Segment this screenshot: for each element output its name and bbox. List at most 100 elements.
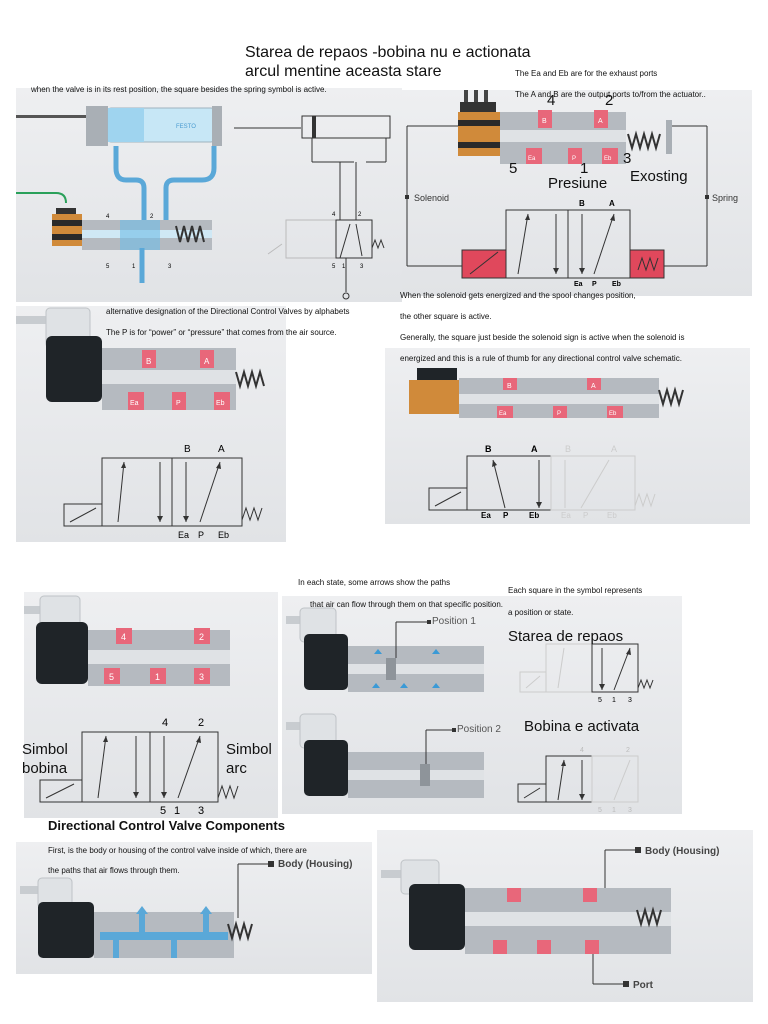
svg-text:P: P bbox=[592, 281, 597, 288]
body-housing-label-1: Body (Housing) bbox=[278, 859, 352, 870]
position1-label: Position 1 bbox=[432, 616, 476, 627]
annot-1: 1 bbox=[580, 160, 589, 177]
note-p-power: The P is for “power” or “pressure” that … bbox=[106, 328, 337, 337]
svg-text:B: B bbox=[485, 444, 492, 454]
svg-text:5: 5 bbox=[160, 805, 166, 817]
svg-text:4: 4 bbox=[121, 632, 126, 642]
annot-simbol-arc-2: arc bbox=[226, 760, 247, 777]
note-output: The A and B are the output ports to/from… bbox=[515, 90, 706, 99]
svg-text:Ea: Ea bbox=[561, 511, 571, 520]
svg-text:A: A bbox=[609, 199, 615, 208]
figure-rest-position: FESTO 4 2 5 1 3 bbox=[16, 88, 402, 302]
alphabet-designation-diagram: B A Ea P Eb B A Ea P Eb bbox=[16, 307, 265, 540]
svg-text:Eb: Eb bbox=[612, 281, 621, 288]
svg-text:3: 3 bbox=[628, 807, 632, 814]
svg-text:Ea: Ea bbox=[528, 156, 536, 162]
svg-text:1: 1 bbox=[174, 805, 180, 817]
svg-text:4: 4 bbox=[332, 212, 336, 218]
note-rule-of-thumb: energized and this is a rule of thumb fo… bbox=[400, 354, 682, 363]
svg-text:1: 1 bbox=[612, 807, 616, 814]
svg-text:2: 2 bbox=[198, 717, 204, 729]
rest-position-diagram: FESTO 4 2 5 1 3 bbox=[16, 106, 391, 300]
note-each-state-1: In each state, some arrows show the path… bbox=[298, 578, 451, 587]
svg-text:Eb: Eb bbox=[218, 530, 229, 540]
figure-alphabet-designation: B A Ea P Eb B A Ea P Eb bbox=[16, 306, 286, 542]
numbered-symbol-diagram: 4 2 5 1 3 4 2 5 1 3 bbox=[24, 595, 239, 817]
svg-text:B: B bbox=[146, 357, 151, 366]
svg-text:A: A bbox=[531, 444, 538, 454]
svg-text:3: 3 bbox=[168, 264, 172, 270]
svg-text:P: P bbox=[503, 511, 509, 520]
figure-port-labels: B A Ea P Eb Solenoid Spring B A Ea P Eb bbox=[402, 90, 752, 296]
annot-2: 2 bbox=[605, 92, 614, 109]
annot-4: 4 bbox=[547, 92, 556, 109]
note-each-square-1: Each square in the symbol represents bbox=[508, 586, 643, 595]
svg-text:3: 3 bbox=[628, 697, 632, 704]
svg-text:4: 4 bbox=[162, 717, 168, 729]
page-title-line2: arcul mentine aceasta stare bbox=[245, 63, 442, 80]
position2-label: Position 2 bbox=[457, 724, 501, 735]
svg-text:Ea: Ea bbox=[481, 511, 491, 520]
svg-text:5: 5 bbox=[598, 807, 602, 814]
svg-text:P: P bbox=[557, 411, 561, 417]
annot-simbol-arc-1: Simbol bbox=[226, 741, 272, 758]
svg-text:Ea: Ea bbox=[130, 400, 139, 407]
note-rest-position: when the valve is in its rest position, … bbox=[31, 85, 327, 94]
svg-text:P: P bbox=[198, 530, 204, 540]
svg-text:1: 1 bbox=[155, 672, 160, 682]
note-alt-designation: alternative designation of the Direction… bbox=[106, 307, 350, 316]
svg-text:4: 4 bbox=[580, 747, 584, 754]
svg-text:5: 5 bbox=[109, 672, 114, 682]
svg-text:2: 2 bbox=[626, 747, 630, 754]
figure-body-airflow: Body (Housing) bbox=[16, 842, 372, 974]
note-solenoid-energized: When the solenoid gets energized and the… bbox=[400, 291, 636, 300]
page-title-line1: Starea de repaos -bobina nu e actionata bbox=[245, 44, 531, 61]
spring-label: Spring bbox=[712, 193, 738, 203]
svg-text:P: P bbox=[176, 400, 181, 407]
annot-starea-repaos: Starea de repaos bbox=[508, 628, 624, 645]
note-other-square: the other square is active. bbox=[400, 312, 492, 321]
svg-text:A: A bbox=[218, 444, 225, 455]
svg-text:A: A bbox=[598, 118, 603, 125]
svg-text:2: 2 bbox=[150, 214, 154, 220]
svg-text:2: 2 bbox=[358, 212, 362, 218]
solenoid-label: Solenoid bbox=[414, 193, 449, 203]
note-first-body-2: the paths that air flows through them. bbox=[48, 866, 180, 875]
svg-text:5: 5 bbox=[332, 264, 336, 270]
svg-text:Eb: Eb bbox=[216, 400, 225, 407]
port-labels-diagram: B A Ea P Eb Solenoid Spring B A Ea P Eb bbox=[405, 90, 738, 288]
svg-text:Ea: Ea bbox=[574, 281, 583, 288]
svg-text:B: B bbox=[579, 199, 585, 208]
svg-text:3: 3 bbox=[198, 805, 204, 817]
figure-body-port: Body (Housing) Port bbox=[377, 830, 753, 1002]
annot-bobina-activata: Bobina e activata bbox=[524, 718, 640, 735]
annot-simbol-bobina-1: Simbol bbox=[22, 741, 68, 758]
note-exhaust: The Ea and Eb are for the exhaust ports bbox=[515, 69, 658, 78]
body-housing-label-2: Body (Housing) bbox=[645, 846, 719, 857]
svg-text:P: P bbox=[583, 511, 588, 520]
note-first-body-1: First, is the body or housing of the con… bbox=[48, 846, 307, 855]
figure-positions: Position 1 Position 2 5 1 3 4 2 5 1 3 bbox=[282, 596, 682, 814]
figure-energized: B A Ea P Eb B A B A Ea P Eb Ea P Eb bbox=[385, 348, 750, 524]
svg-text:Eb: Eb bbox=[609, 411, 617, 417]
svg-text:1: 1 bbox=[342, 264, 346, 270]
note-each-state-2: that air can flow through them on that s… bbox=[310, 600, 503, 609]
figure-numbered-symbol: 4 2 5 1 3 4 2 5 1 3 bbox=[24, 592, 278, 818]
svg-text:3: 3 bbox=[199, 672, 204, 682]
svg-text:A: A bbox=[611, 444, 617, 454]
svg-text:B: B bbox=[542, 118, 547, 125]
svg-text:5: 5 bbox=[598, 697, 602, 704]
svg-text:3: 3 bbox=[360, 264, 364, 270]
positions-diagram: Position 1 Position 2 5 1 3 4 2 5 1 3 bbox=[286, 607, 654, 814]
svg-text:1: 1 bbox=[612, 697, 616, 704]
svg-text:B: B bbox=[565, 444, 571, 454]
svg-text:Ea: Ea bbox=[499, 411, 507, 417]
svg-text:Ea: Ea bbox=[178, 530, 189, 540]
svg-text:4: 4 bbox=[106, 214, 110, 220]
annot-5: 5 bbox=[509, 160, 518, 177]
svg-text:2: 2 bbox=[199, 632, 204, 642]
svg-text:P: P bbox=[572, 156, 576, 162]
svg-text:A: A bbox=[204, 357, 210, 366]
svg-text:Eb: Eb bbox=[607, 511, 617, 520]
svg-text:5: 5 bbox=[106, 264, 110, 270]
